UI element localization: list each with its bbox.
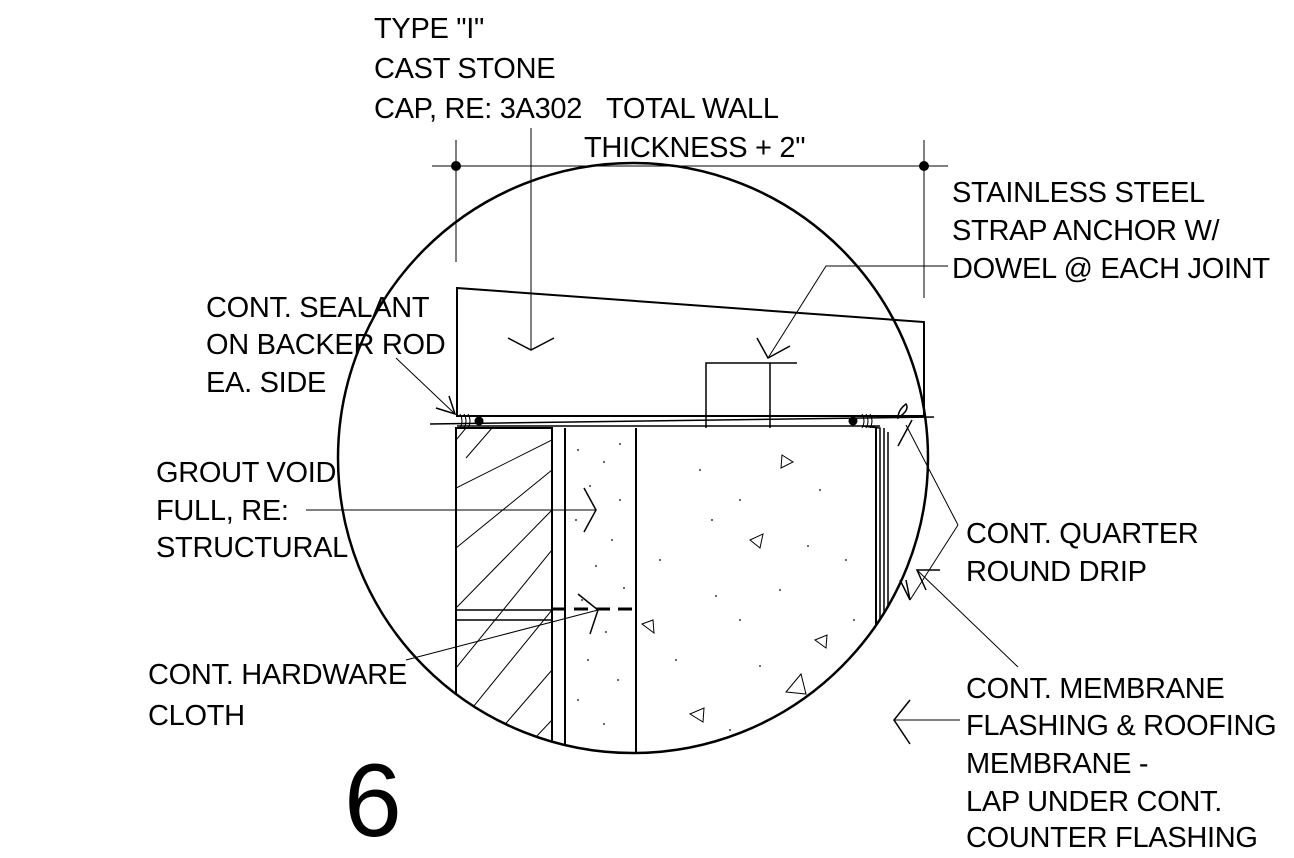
wall-thickness-label-line: THICKNESS + 2" xyxy=(584,132,805,164)
strap-anchor-label-line: DOWEL @ EACH JOINT xyxy=(952,253,1270,285)
grout-label-line: FULL, RE: xyxy=(156,495,289,527)
cast-stone-cap xyxy=(456,286,925,417)
sealant-label: CONT. SEALANT ON BACKER ROD EA. SIDE xyxy=(206,292,446,399)
strap-anchor-label-line: STRAP ANCHOR W/ xyxy=(952,215,1221,247)
hardware-cloth-label-line: CONT. HARDWARE xyxy=(148,659,407,691)
dimension-dot-right xyxy=(919,161,929,171)
cap-bed-joint xyxy=(429,416,935,427)
grout-label-line: GROUT VOID xyxy=(156,457,336,489)
brick-veneer xyxy=(455,427,553,753)
strap-anchor-label-line: STAINLESS STEEL xyxy=(952,177,1205,209)
sealant-label-line: EA. SIDE xyxy=(206,367,326,399)
quarter-round-drip xyxy=(897,402,908,420)
sealant-label-line: CONT. SEALANT xyxy=(206,292,430,324)
membrane-label-line: COUNTER FLASHING xyxy=(966,822,1258,854)
drip-label-line: ROUND DRIP xyxy=(966,556,1147,588)
grout-label-line: STRUCTURAL xyxy=(156,532,348,564)
grout-fill xyxy=(575,443,625,725)
hardware-cloth-label: CONT. HARDWARE CLOTH xyxy=(148,659,407,732)
cap-label-line: CAST STONE xyxy=(374,53,555,85)
hardware-cloth-label-line: CLOTH xyxy=(148,700,245,732)
membrane-label-line: LAP UNDER CONT. xyxy=(966,786,1222,818)
dimension-dot-left xyxy=(451,161,461,171)
backer-rod-right xyxy=(848,416,858,426)
membrane-label-line: CONT. MEMBRANE xyxy=(966,673,1224,705)
wall-thickness-label: TOTAL WALL THICKNESS + 2" xyxy=(584,93,806,164)
leader-lines xyxy=(306,128,1019,745)
wall-thickness-label-line: TOTAL WALL xyxy=(606,93,779,125)
membrane-label-line: MEMBRANE - xyxy=(966,748,1148,780)
cap-label-line: TYPE "I" xyxy=(374,13,484,45)
cap-label: TYPE "I" CAST STONE CAP, RE: 3A302 xyxy=(374,13,582,125)
membrane-label-line: FLASHING & ROOFING xyxy=(966,710,1276,742)
strap-anchor-label: STAINLESS STEEL STRAP ANCHOR W/ DOWEL @ … xyxy=(952,177,1271,285)
concrete-block xyxy=(640,428,877,753)
drip-label-line: CONT. QUARTER xyxy=(966,518,1198,550)
backer-rod-left xyxy=(474,416,484,426)
detail-circle xyxy=(336,161,930,755)
strap-anchor xyxy=(705,362,797,428)
detail-number: 6 xyxy=(344,743,402,858)
cap-label-line: CAP, RE: 3A302 xyxy=(374,93,582,125)
membrane-label: CONT. MEMBRANE FLASHING & ROOFING MEMBRA… xyxy=(966,673,1277,854)
drip-edge xyxy=(897,419,913,447)
grout-label: GROUT VOID FULL, RE: STRUCTURAL xyxy=(156,457,348,564)
sealant-label-line: ON BACKER ROD xyxy=(206,329,445,361)
drip-label: CONT. QUARTER ROUND DRIP xyxy=(966,518,1199,588)
